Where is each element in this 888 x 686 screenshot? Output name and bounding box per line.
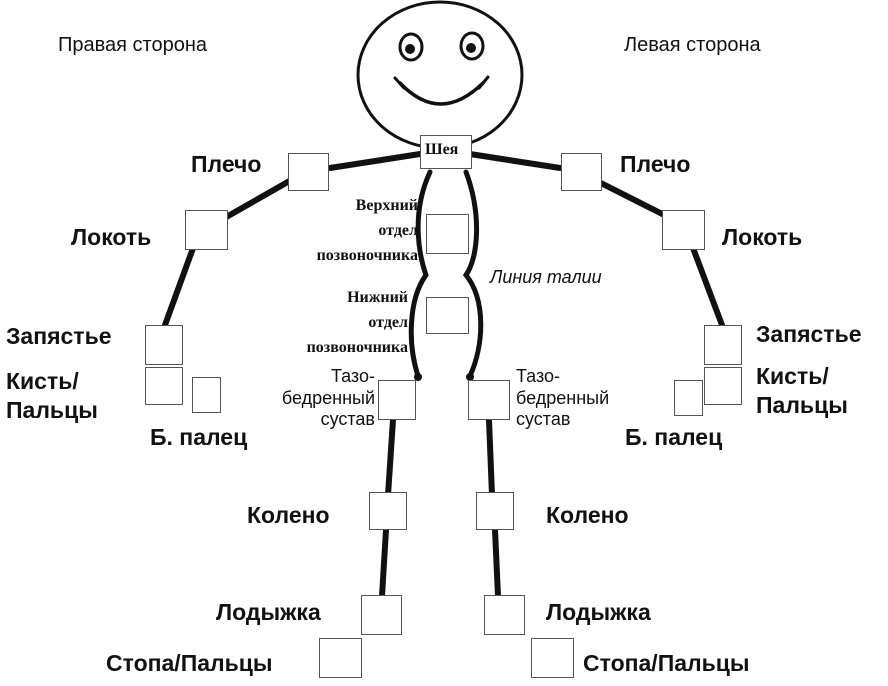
knee-right-label: Колено <box>247 502 330 528</box>
torso-lines <box>408 169 484 379</box>
foot-right-box[interactable] <box>319 638 362 678</box>
upper-spine-line-1: Верхний <box>355 197 418 214</box>
hip-right-line-3: сустав <box>320 409 375 430</box>
foot-left-label: Стопа/Пальцы <box>583 650 750 676</box>
right-side-label: Правая сторона <box>58 34 208 56</box>
hand-right-line-1: Кисть/ <box>6 368 79 394</box>
shoulder-left-label: Плечо <box>620 151 691 177</box>
shoulder-right-box[interactable] <box>288 153 329 191</box>
wrist-right-label: Запястье <box>6 323 112 349</box>
hip-left-line-2: бедренный <box>516 387 610 408</box>
upper-spine-label: Верхний отдел позвоночника <box>268 194 418 268</box>
hand-left-box[interactable] <box>704 367 742 405</box>
hand-left-line-1: Кисть/ <box>756 363 829 389</box>
lower-spine-line-1: Нижний <box>347 289 408 306</box>
thumb-left-label: Б. палец <box>625 424 723 450</box>
hip-left-box[interactable] <box>468 380 510 420</box>
knee-left-label: Колено <box>546 502 629 528</box>
thumb-left-box[interactable] <box>674 380 703 416</box>
lower-spine-line-3: позвоночника <box>306 338 408 356</box>
hand-right-label: Кисть/ Пальцы <box>6 367 98 425</box>
lower-spine-label: Нижний отдел позвоночника <box>258 286 408 360</box>
hand-right-line-2: Пальцы <box>6 396 98 423</box>
elbow-right-box[interactable] <box>185 210 228 250</box>
shoulder-left-box[interactable] <box>561 153 602 191</box>
foot-left-box[interactable] <box>531 638 574 678</box>
lower-spine-box[interactable] <box>426 297 469 334</box>
knee-left-box[interactable] <box>476 492 514 530</box>
upper-spine-line-2: отдел <box>378 221 418 239</box>
hip-left-line-1: Тазо- <box>516 366 561 386</box>
leg-lines <box>379 417 501 599</box>
upper-spine-box[interactable] <box>426 214 469 254</box>
hip-right-line-1: Тазо- <box>330 366 375 386</box>
shoulder-right-label: Плечо <box>191 151 262 177</box>
waist-line-label: Линия талии <box>490 267 602 287</box>
head-circle <box>356 0 524 150</box>
smile-icon <box>398 81 485 106</box>
hip-right-box[interactable] <box>378 380 416 420</box>
hip-right-line-2: бедренный <box>281 387 375 408</box>
hip-left-label: Тазо- бедренный сустав <box>516 366 609 431</box>
ankle-right-box[interactable] <box>361 595 402 635</box>
ankle-left-box[interactable] <box>484 595 525 635</box>
ankle-left-label: Лодыжка <box>546 599 651 625</box>
hand-left-line-2: Пальцы <box>756 391 848 418</box>
neck-box[interactable] <box>420 135 472 169</box>
lower-spine-line-2: отдел <box>368 313 408 331</box>
foot-right-label: Стопа/Пальцы <box>106 650 273 676</box>
elbow-right-label: Локоть <box>71 224 152 250</box>
left-side-label: Левая сторона <box>624 34 761 56</box>
hand-left-label: Кисть/ Пальцы <box>756 362 848 420</box>
wrist-right-box[interactable] <box>145 325 183 365</box>
hip-right-label: Тазо- бедренный сустав <box>260 366 375 431</box>
knee-right-box[interactable] <box>369 492 407 530</box>
elbow-left-box[interactable] <box>662 210 705 250</box>
elbow-left-label: Локоть <box>722 224 803 250</box>
wrist-left-box[interactable] <box>704 325 742 365</box>
neck-label: Шея <box>425 141 459 158</box>
hip-left-line-3: сустав <box>516 409 571 430</box>
thumb-right-label: Б. палец <box>150 424 248 450</box>
wrist-left-label: Запястье <box>756 321 862 347</box>
thumb-right-box[interactable] <box>192 377 221 413</box>
hand-right-box[interactable] <box>145 367 183 405</box>
upper-spine-line-3: позвоночника <box>316 246 418 264</box>
ankle-right-label: Лодыжка <box>216 599 321 625</box>
